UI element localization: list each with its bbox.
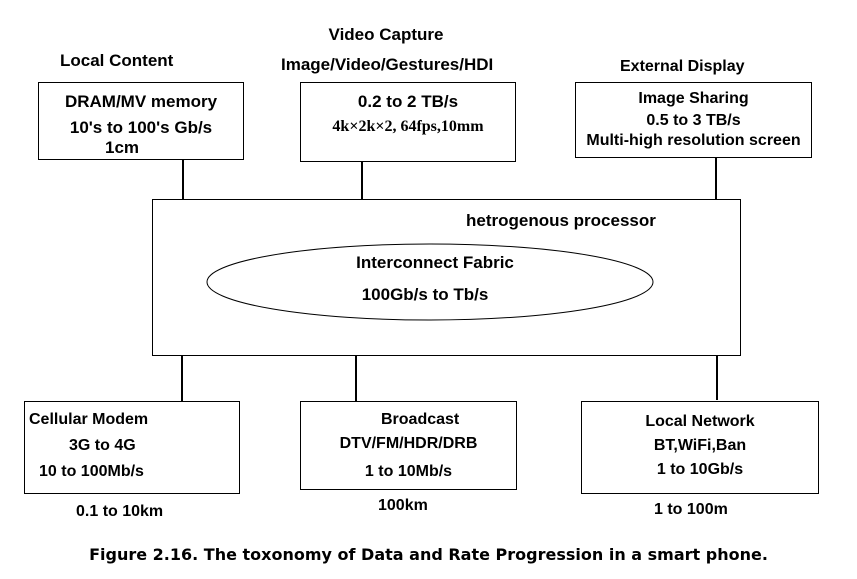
processor-label: hetrogenous processor <box>466 211 656 230</box>
external-display-heading: External Display <box>620 58 745 75</box>
local-network-line2: BT,WiFi,Ban <box>653 437 747 454</box>
video-capture-heading2: Image/Video/Gestures/HDI <box>281 55 494 74</box>
local-network-range: 1 to 100m <box>654 501 728 518</box>
cellular-line2: 3G to 4G <box>69 437 136 454</box>
cellular-line3: 10 to 100Mb/s <box>39 463 144 480</box>
external-display-line2: 0.5 to 3 TB/s <box>646 112 741 129</box>
broadcast-line2: DTV/FM/HDR/DRB <box>339 435 478 452</box>
local-network-box: Local Network BT,WiFi,Ban 1 to 10Gb/s <box>581 401 819 494</box>
local-content-line2: 10's to 100's Gb/s <box>69 118 213 137</box>
video-capture-line1: 0.2 to 2 TB/s <box>357 92 459 111</box>
cellular-modem-box: Cellular Modem 3G to 4G 10 to 100Mb/s <box>24 401 240 494</box>
local-content-line3: 1cm <box>105 138 140 157</box>
local-network-line3: 1 to 10Gb/s <box>656 461 744 478</box>
broadcast-line1: Broadcast <box>381 411 460 428</box>
local-content-box: DRAM/MV memory 10's to 100's Gb/s 1cm <box>38 82 244 160</box>
video-capture-heading1: Video Capture <box>328 25 444 44</box>
cellular-line1: Cellular Modem <box>29 411 149 428</box>
fabric-line2: 100Gb/s to Tb/s <box>361 285 489 304</box>
broadcast-range: 100km <box>378 497 428 514</box>
cellular-range: 0.1 to 10km <box>76 503 164 520</box>
broadcast-box: Broadcast DTV/FM/HDR/DRB 1 to 10Mb/s <box>300 401 517 490</box>
interconnect-fabric-ellipse <box>206 243 654 321</box>
external-display-box: Image Sharing 0.5 to 3 TB/s Multi-high r… <box>575 82 812 158</box>
broadcast-line3: 1 to 10Mb/s <box>364 463 453 480</box>
external-display-line3: Multi-high resolution screen <box>586 132 801 149</box>
local-content-heading: Local Content <box>60 51 174 70</box>
video-capture-box: 0.2 to 2 TB/s 4k×2k×2, 64fps,10mm <box>300 82 516 162</box>
fabric-line1: Interconnect Fabric <box>356 253 514 272</box>
video-capture-line2: 4k×2k×2, 64fps,10mm <box>332 118 484 135</box>
local-content-line1: DRAM/MV memory <box>64 92 218 111</box>
local-network-line1: Local Network <box>645 413 755 430</box>
external-display-line1: Image Sharing <box>638 90 749 107</box>
figure-caption: Figure 2.16. The toxonomy of Data and Ra… <box>89 545 768 564</box>
